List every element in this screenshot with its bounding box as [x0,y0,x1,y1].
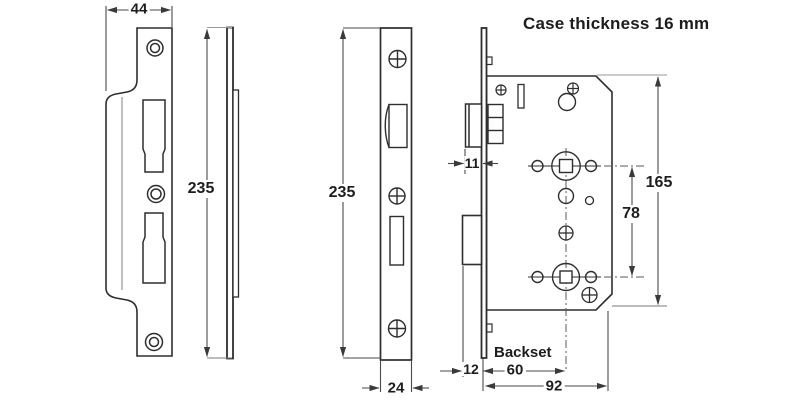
dimension-label-faceplate-height: 235 [326,184,358,202]
lock-case-side-view [461,27,644,371]
dimension-label-backset: 60 [504,361,526,379]
latch-cutout [142,99,166,173]
dim-deadbolt-protrusion [440,266,464,377]
strike-lip-edge [232,89,240,298]
fixing-hole [557,187,575,205]
screw-cross-symbol [581,286,598,304]
latch-bolt-head [464,103,483,148]
backset-label: Backset [494,344,552,361]
deadbolt-head [461,214,483,266]
dimension-label-latch-protrusion: 11 [464,155,480,171]
dim-faceplate-height [339,27,380,359]
dim-strike-height [203,26,232,359]
strike-plate-front-view [105,27,173,357]
screw-cross-symbol [387,319,407,338]
screw-hole-bottom [144,332,164,352]
lock-faceplate-front-view [379,27,413,361]
latch-bolt-front [384,103,408,149]
dim-case-height [597,74,667,307]
faceplate-edge [480,27,488,359]
small-hole [584,195,595,206]
screw-cross-symbol [388,49,407,69]
dim-case-depth [482,311,609,391]
faceplate-tab-bottom [485,323,493,333]
strike-plate-side-view [226,26,240,360]
dimension-label-case-height: 165 [643,174,675,192]
slot [517,83,525,109]
dim-faceplate-width [362,361,429,392]
deadbolt-cutout [142,212,166,284]
screw-cross-symbol [558,225,574,241]
faceplate-tab-top [485,56,493,66]
centerlines [565,148,644,371]
screw-cross-symbol [566,82,580,95]
dimension-label-strike-height: 235 [185,180,217,198]
case-outline [485,75,613,311]
deadbolt-front [389,215,405,266]
center-hole [146,184,166,204]
screw-cross-symbol [495,84,507,96]
dimension-label-strike-width: 44 [128,0,150,18]
drawing-title: Case thickness 16 mm [523,14,710,33]
dimension-label-deadbolt-protrusion: 12 [462,361,480,377]
dimension-label-follower-spacing: 78 [620,205,642,223]
cylinder-hole [557,92,577,112]
latch-tail [487,103,504,145]
dimension-label-faceplate-width: 24 [385,379,407,397]
handle-follower-hub [531,151,598,181]
wc-follower-hub [531,262,598,292]
screw-hole-top [146,39,164,57]
screw-cross-symbol [388,187,406,205]
dimension-label-case-depth: 92 [543,377,565,395]
